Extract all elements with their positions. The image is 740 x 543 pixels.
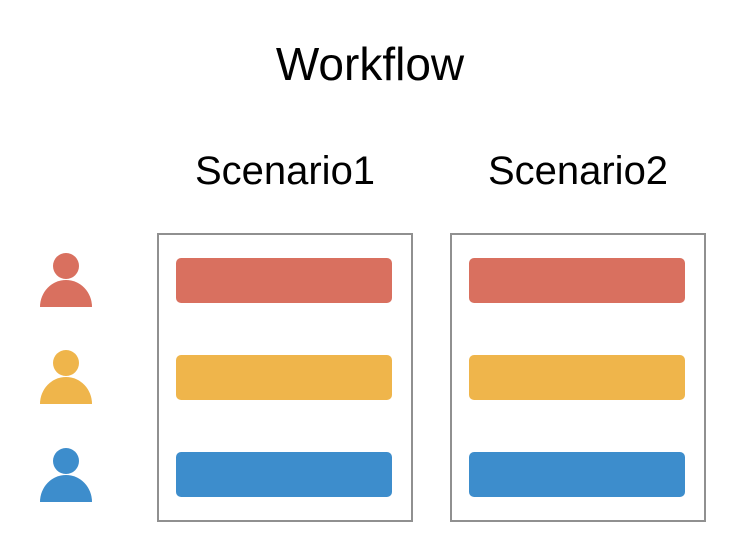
person-body-shape: [40, 475, 92, 502]
task-bar[interactable]: [176, 452, 392, 497]
scenario-panel-scenario1: [157, 233, 413, 522]
person-head-shape: [53, 350, 79, 376]
task-bar[interactable]: [469, 355, 685, 400]
task-bar[interactable]: [469, 452, 685, 497]
scenario-panel-scenario2: [450, 233, 706, 522]
person-head-shape: [53, 448, 79, 474]
actor-legend-column: [0, 0, 140, 543]
column-header-scenario2: Scenario2: [487, 149, 669, 193]
person-icon: [40, 253, 92, 307]
column-header-scenario1: Scenario1: [194, 149, 376, 193]
task-bar[interactable]: [176, 355, 392, 400]
person-head-shape: [53, 253, 79, 279]
page-title: Workflow: [275, 38, 465, 90]
person-icon: [40, 448, 92, 502]
person-body-shape: [40, 280, 92, 307]
task-bar[interactable]: [176, 258, 392, 303]
person-body-shape: [40, 377, 92, 404]
task-bar[interactable]: [469, 258, 685, 303]
person-icon: [40, 350, 92, 404]
